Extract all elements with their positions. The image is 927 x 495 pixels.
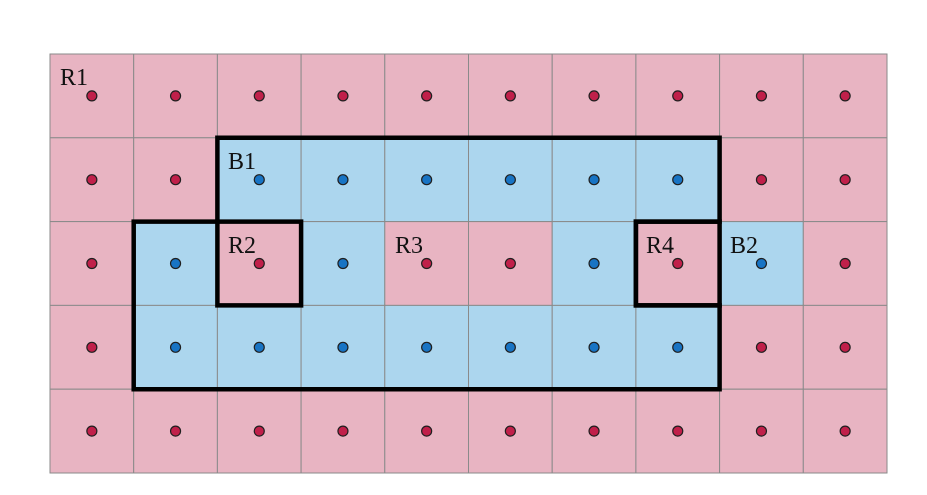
cell-dot-red [755,341,768,353]
cell-dot-blue [169,341,182,353]
region-label-b1: B1 [228,149,256,175]
cell-dot-blue [504,341,516,353]
cell-dot-red [588,425,600,437]
cell-dot-blue [588,174,600,186]
cell-dot-blue [169,257,182,270]
grid-cells [49,53,888,474]
cell-dot-red [755,425,768,437]
cell-dot-blue [588,341,600,353]
cell-dot-blue [253,174,265,186]
region-label-b2: B2 [730,233,758,259]
r2-region-boundary [215,219,304,308]
cell-dot-red [86,90,98,102]
cell-dot-blue [672,174,684,186]
cell-dot-blue [253,341,265,353]
cell-dot-red [86,257,98,270]
region-label-r1: R1 [60,65,88,91]
r4-region-boundary [633,219,722,308]
region-label-r3: R3 [395,233,423,259]
cell-dot-blue [421,341,433,353]
cell-dot-red [504,90,516,102]
cell-dot-red [421,257,433,270]
region-labels: R1 B1 R2 R3 R4 B2 [60,65,758,259]
grid-cell-red [719,304,804,390]
cell-dot-blue [672,341,684,353]
cell-dot-red [169,174,182,186]
grid-cell-red [635,53,721,139]
region-label-r4: R4 [646,233,674,259]
cell-dot-blue [504,174,516,186]
cell-dot-red [755,174,768,186]
cell-dot-red [755,90,768,102]
cell-dot-red [504,425,516,437]
cell-dot-red [504,257,516,270]
cell-dot-red [86,341,98,353]
cell-dot-red [839,341,851,353]
cell-dot-blue [588,257,600,270]
cell-dot-red [839,90,851,102]
cell-dot-red [253,90,265,102]
cell-dot-red [672,425,684,437]
cell-dot-red [421,425,433,437]
cell-dot-red [253,257,265,270]
cell-dot-red [588,90,600,102]
cell-dot-blue [337,174,349,186]
cell-dot-red [337,425,349,437]
cell-dot-blue [755,257,768,270]
cell-dot-red [86,425,98,437]
cell-dot-red [672,90,684,102]
cell-dot-red [253,425,265,437]
cell-dot-red [839,425,851,437]
grid-cell-red [49,388,135,474]
region-boundaries [131,135,722,392]
cell-dot-red [337,90,349,102]
cell-dots [86,90,851,437]
cell-dot-red [169,425,182,437]
cell-dot-red [839,174,851,186]
cell-dot-red [839,257,851,270]
cell-dot-red [86,174,98,186]
cell-dot-blue [421,174,433,186]
region-label-r2: R2 [228,233,256,259]
cell-dot-red [672,257,684,270]
cell-dot-blue [337,341,349,353]
cell-dot-red [169,90,182,102]
cell-dot-blue [337,257,349,270]
cell-dot-red [421,90,433,102]
